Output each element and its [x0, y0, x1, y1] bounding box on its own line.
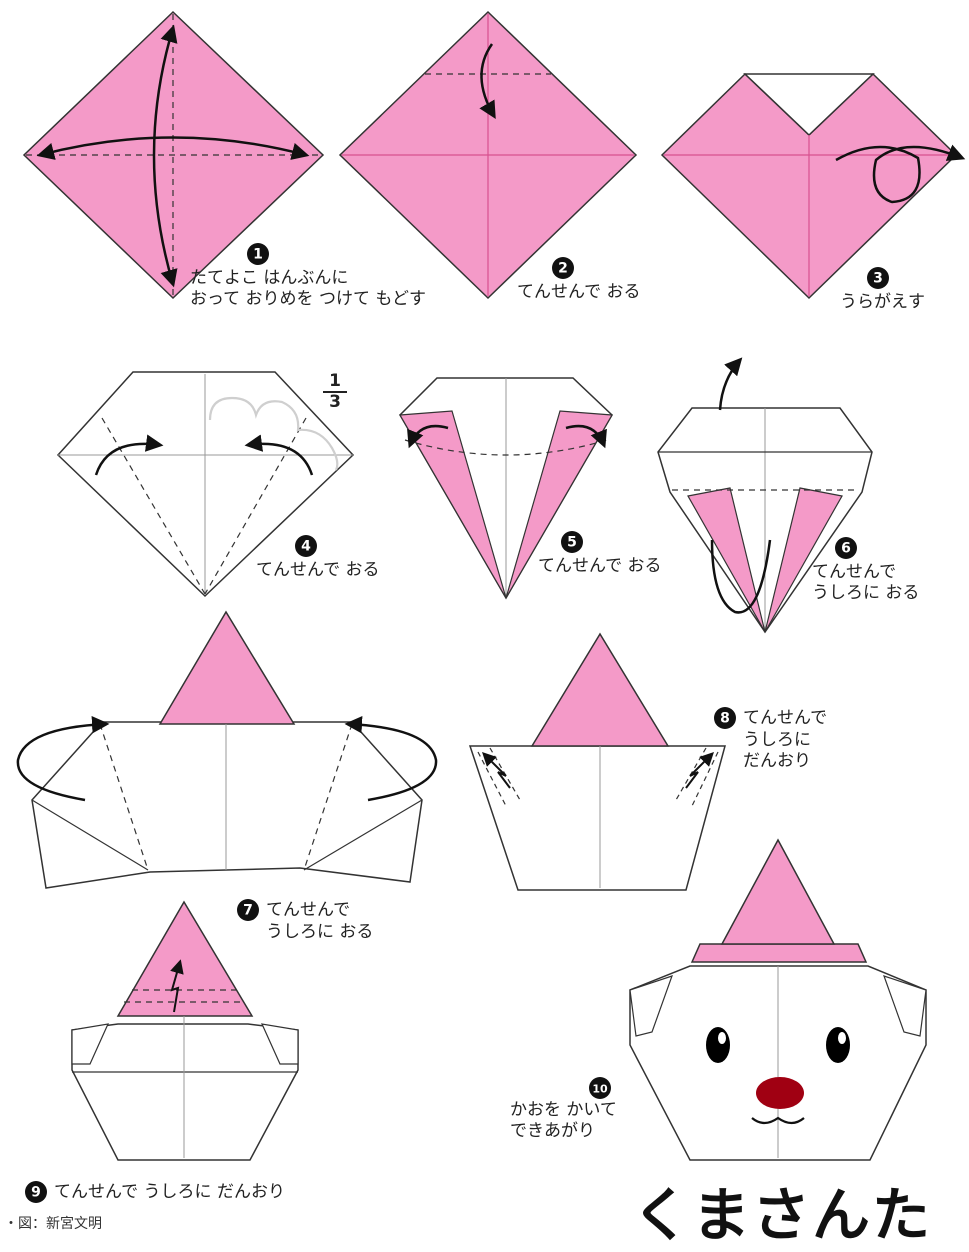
step-number-badge: 10: [588, 1076, 612, 1100]
step-number: 5: [567, 535, 577, 551]
step-1-header: 1: [246, 242, 426, 266]
diagram-title: くまさんた: [632, 1168, 932, 1252]
step-number-badge: 8: [713, 706, 737, 730]
fraction-one-third: 1 3: [323, 372, 347, 412]
step-number: 1: [253, 247, 263, 263]
fraction-denominator: 3: [329, 392, 341, 412]
step-4-header: 4: [294, 534, 380, 558]
step-2-caption: 2 てんせんで おる: [517, 256, 641, 303]
step-number-badge: 5: [560, 530, 584, 554]
step-6-caption: 6 てんせんでうしろに おる: [812, 536, 919, 604]
step-number: 3: [873, 271, 883, 287]
step-6-line: うしろに おる: [812, 583, 919, 604]
step-5-caption: 5 てんせんで おる: [538, 530, 662, 577]
step-number-badge: 4: [294, 534, 318, 558]
step-8-line: だんおり: [743, 751, 827, 772]
step-1-line: おって おりめを つけて もどす: [190, 289, 426, 310]
step-number-badge: 7: [236, 898, 260, 922]
bear-left-eye: [706, 1027, 730, 1063]
step-5-header: 5: [560, 530, 662, 554]
step-number: 8: [720, 711, 730, 727]
illustration-credit: ・図：新宮文明: [4, 1213, 102, 1233]
step-6-line: てんせんで: [812, 562, 919, 583]
step-7-line: てんせんで: [266, 900, 350, 920]
step-7-header: 7 てんせんで: [236, 898, 373, 922]
step-number: 4: [301, 539, 311, 555]
step-2-line: てんせんで おる: [517, 282, 641, 303]
step-9-caption: 9 てんせんで うしろに だんおり: [24, 1180, 285, 1204]
step-10-caption: 10 かおを かいてできあがり: [510, 1076, 617, 1142]
step-8-line: うしろに: [743, 730, 827, 751]
step-5-line: てんせんで おる: [538, 556, 662, 577]
bear-right-eye: [826, 1027, 850, 1063]
step-3-line: うらがえす: [840, 292, 925, 313]
step-4-line: てんせんで おる: [256, 560, 380, 581]
step-number-badge: 1: [246, 242, 270, 266]
bear-nose: [756, 1077, 804, 1109]
step-10-line: かおを かいて: [510, 1100, 617, 1121]
fraction-numerator: 1: [323, 372, 347, 393]
step-number: 6: [841, 541, 851, 557]
step-4-caption: 4 てんせんで おる: [256, 534, 380, 581]
step-number-badge: 6: [834, 536, 858, 560]
step-7-figure: [18, 612, 436, 888]
step-number-badge: 2: [551, 256, 575, 280]
step-6-header: 6: [834, 536, 919, 560]
step-10-line: できあがり: [510, 1121, 617, 1142]
step-number: 10: [592, 1083, 608, 1096]
step-number-badge: 9: [24, 1180, 48, 1204]
step-8-figure: [470, 634, 725, 890]
step-3-caption: 3 うらがえす: [840, 266, 925, 313]
step-1-line: たてよこ はんぶんに: [190, 268, 426, 289]
step-3-header: 3: [866, 266, 925, 290]
step-1-caption: 1 たてよこ はんぶんにおって おりめを つけて もどす: [190, 242, 426, 310]
step-8-header: 8 てんせんで: [713, 706, 827, 730]
step-number: 9: [31, 1185, 41, 1201]
step-8-caption: 8 てんせんでうしろにだんおり: [713, 706, 827, 772]
step-9-line: てんせんで うしろに だんおり: [54, 1182, 285, 1202]
step-10-header: 10: [588, 1076, 617, 1100]
step-8-line: てんせんで: [743, 708, 827, 728]
step-number: 7: [243, 903, 253, 919]
step-9-header: 9 てんせんで うしろに だんおり: [24, 1180, 285, 1204]
step-number: 2: [558, 261, 568, 277]
step-3-figure: [662, 74, 962, 298]
step-7-caption: 7 てんせんでうしろに おる: [236, 898, 373, 943]
step-number-badge: 3: [866, 266, 890, 290]
step-7-line: うしろに おる: [266, 922, 373, 943]
step-2-header: 2: [551, 256, 641, 280]
